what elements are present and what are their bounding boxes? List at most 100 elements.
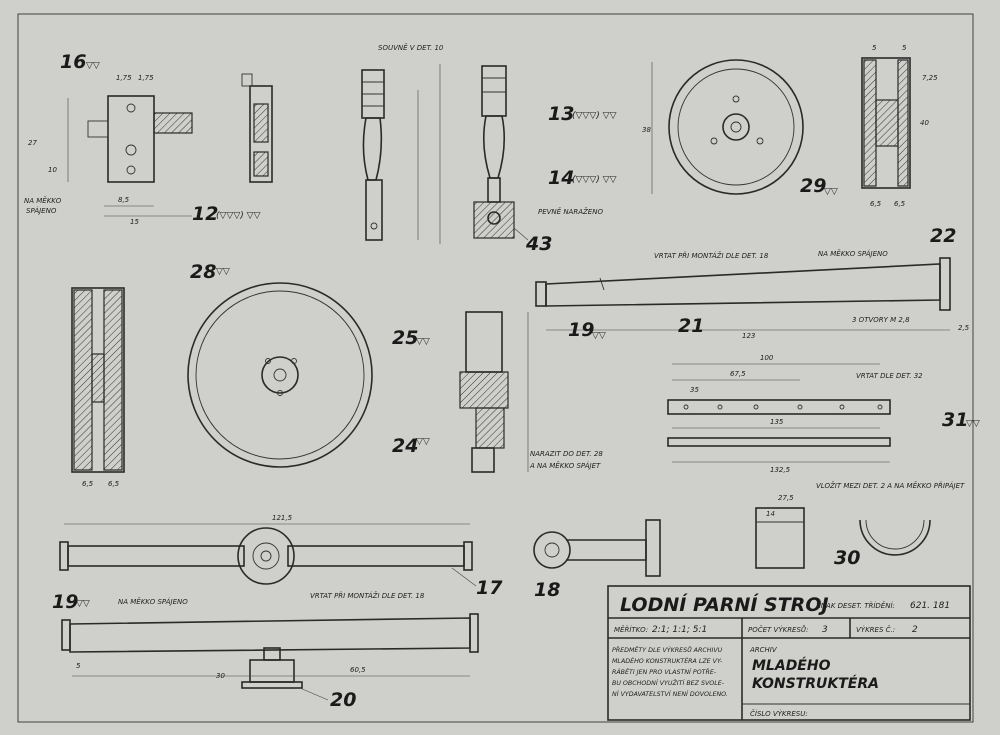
dim-100: 100 bbox=[760, 354, 774, 362]
dim-8-5: 8,5 bbox=[118, 196, 130, 204]
note-otvory: 3 OTVORY M 2,8 bbox=[852, 316, 910, 324]
part-19b-mark: ▽▽ bbox=[76, 599, 90, 609]
note-narazit-2: A NA MĚKKO SPÁJET bbox=[529, 461, 601, 470]
dim-121-5: 121,5 bbox=[272, 514, 293, 522]
dim-6-5b: 6,5 bbox=[894, 200, 906, 208]
dim-135: 135 bbox=[770, 418, 784, 426]
dim-40: 40 bbox=[920, 119, 929, 127]
dim-6-5a: 6,5 bbox=[870, 200, 882, 208]
part-28-number: 28 bbox=[190, 261, 216, 283]
note-pevne: PEVNĚ NARAŽENO bbox=[538, 207, 603, 216]
znak-value: 621. 181 bbox=[910, 601, 950, 611]
part-13-side-view bbox=[361, 69, 385, 241]
part-13-front-view bbox=[473, 65, 515, 239]
note-vrtat-18a: VRTAT PŘI MONTÁŽI DLE DET. 18 bbox=[654, 251, 769, 260]
note-line-3: RÁBĚTI JEN PRO VLASTNÍ POTŘE- bbox=[612, 667, 717, 676]
dim-60-5: 60,5 bbox=[350, 666, 366, 674]
note-line-2: MLADÉHO KONSTRUKTÉRA LZE VY- bbox=[612, 656, 723, 665]
part-25-24-section-view bbox=[459, 311, 509, 473]
drawing-title: LODNÍ PARNÍ STROJ bbox=[620, 593, 829, 616]
part-29-section-view bbox=[861, 57, 911, 189]
part-18-arm-view bbox=[533, 519, 661, 577]
vykres-value: 2 bbox=[912, 625, 918, 635]
dim-30: 30 bbox=[216, 672, 225, 680]
dim-132-5: 132,5 bbox=[770, 466, 791, 474]
note-line-1: PŘEDMĚTY DLE VÝKRESŮ ARCHIVU bbox=[612, 645, 723, 654]
dim-6-5d: 6,5 bbox=[108, 480, 120, 488]
dim-5c: 5 bbox=[76, 662, 81, 670]
note-souvne: SOUVNĚ V DET. 10 bbox=[378, 43, 444, 52]
dim-27-5: 27,5 bbox=[778, 494, 794, 502]
note-na-mekko-spajeno-b: NA MĚKKO SPÁJENO bbox=[818, 249, 888, 258]
meritko-label: MĚŘÍTKO: bbox=[614, 625, 648, 634]
note-vrtat-18b: VRTAT PŘI MONTÁŽI DLE DET. 18 bbox=[310, 591, 425, 600]
dim-27: 27 bbox=[28, 139, 37, 147]
note-na-mekko-1: NA MĚKKO bbox=[24, 196, 62, 205]
dim-2-5: 2,5 bbox=[958, 324, 970, 332]
note-spajeno-1: SPÁJENO bbox=[26, 206, 57, 215]
dim-10: 10 bbox=[48, 166, 57, 174]
part-17-number: 17 bbox=[476, 577, 503, 599]
part-21-number: 21 bbox=[678, 315, 704, 337]
part-28-face-view bbox=[187, 282, 373, 468]
part-16-mark: ▽▽ bbox=[86, 61, 100, 71]
dim-1-75b: 1,75 bbox=[138, 74, 154, 82]
part-12-mark: (▽▽▽) ▽▽ bbox=[216, 211, 261, 221]
part-12-view bbox=[241, 73, 273, 183]
archiv-line-2: KONSTRUKTÉRA bbox=[752, 675, 879, 692]
part-28-mark: ▽▽ bbox=[216, 267, 230, 277]
sheet-border bbox=[17, 13, 974, 723]
note-line-5: NÍ VYDAVATELSTVÍ NENÍ DOVOLENO. bbox=[612, 689, 728, 698]
part-19b-number: 19 bbox=[52, 591, 78, 613]
part-16-number: 16 bbox=[60, 51, 86, 73]
dim-38: 38 bbox=[642, 126, 651, 134]
part-16-view bbox=[67, 95, 193, 217]
part-25-number: 25 bbox=[392, 327, 418, 349]
part-30-number: 30 bbox=[834, 547, 860, 569]
znak-label: ZNAK DESET. TŘÍDĚNÍ: bbox=[815, 601, 895, 610]
part-18-number: 18 bbox=[534, 579, 560, 601]
note-vrtat-32: VRTAT DLE DET. 32 bbox=[856, 372, 923, 380]
part-29-number: 29 bbox=[800, 175, 826, 197]
dim-7-25: 7,25 bbox=[922, 74, 938, 82]
part-31-bar-view bbox=[667, 399, 891, 447]
note-narazit: NARAZIT DO DET. 28 bbox=[530, 450, 603, 458]
note-na-mekko-spajeno-c: NA MĚKKO SPÁJENO bbox=[118, 597, 188, 606]
part-14-mark: (▽▽▽) ▽▽ bbox=[572, 175, 617, 185]
cislo-label: ČÍSLO VÝKRESU: bbox=[750, 709, 808, 718]
note-vlozit: VLOŽIT MEZI DET. 2 A NA MĚKKO PŘIPÁJET bbox=[816, 481, 965, 490]
meritko-value: 2:1; 1:1; 5:1 bbox=[652, 625, 707, 635]
part-21-shaft-view bbox=[535, 257, 951, 311]
dim-35: 35 bbox=[690, 386, 699, 394]
dim-5a: 5 bbox=[872, 44, 877, 52]
part-14-number: 14 bbox=[548, 167, 574, 189]
part-19a-mark: ▽▽ bbox=[592, 331, 606, 341]
title-block bbox=[607, 585, 971, 721]
part-28-section-view bbox=[71, 287, 125, 473]
part-43-number: 43 bbox=[525, 233, 552, 255]
pocet-label: POČET VÝKRESŮ: bbox=[748, 625, 808, 634]
dim-5b: 5 bbox=[902, 44, 907, 52]
part-17-shaft-view bbox=[59, 527, 473, 585]
dim-6-5c: 6,5 bbox=[82, 480, 94, 488]
archiv-label: ARCHIV bbox=[749, 646, 778, 654]
part-19b-shaft-view bbox=[61, 613, 479, 689]
dim-15: 15 bbox=[130, 218, 139, 226]
dim-14: 14 bbox=[766, 510, 775, 518]
part-24-mark: ▽▽ bbox=[416, 437, 430, 447]
part-25-mark: ▽▽ bbox=[416, 337, 430, 347]
part-24-number: 24 bbox=[392, 435, 418, 457]
part-29-face-view bbox=[668, 59, 804, 195]
dim-1-75a: 1,75 bbox=[116, 74, 132, 82]
dim-67-5: 67,5 bbox=[730, 370, 746, 378]
part-12-number: 12 bbox=[192, 203, 218, 225]
vykres-label: VÝKRES Č.: bbox=[856, 625, 895, 634]
part-13-mark: (▽▽▽) ▽▽ bbox=[572, 111, 617, 121]
part-20-number: 20 bbox=[330, 689, 356, 711]
part-13-number: 13 bbox=[548, 103, 574, 125]
part-22-number: 22 bbox=[930, 225, 956, 247]
archiv-line-1: MLADÉHO bbox=[752, 657, 831, 674]
note-line-4: BU OBCHODNÍ VYUŽITÍ BEZ SVOLE- bbox=[612, 678, 725, 687]
